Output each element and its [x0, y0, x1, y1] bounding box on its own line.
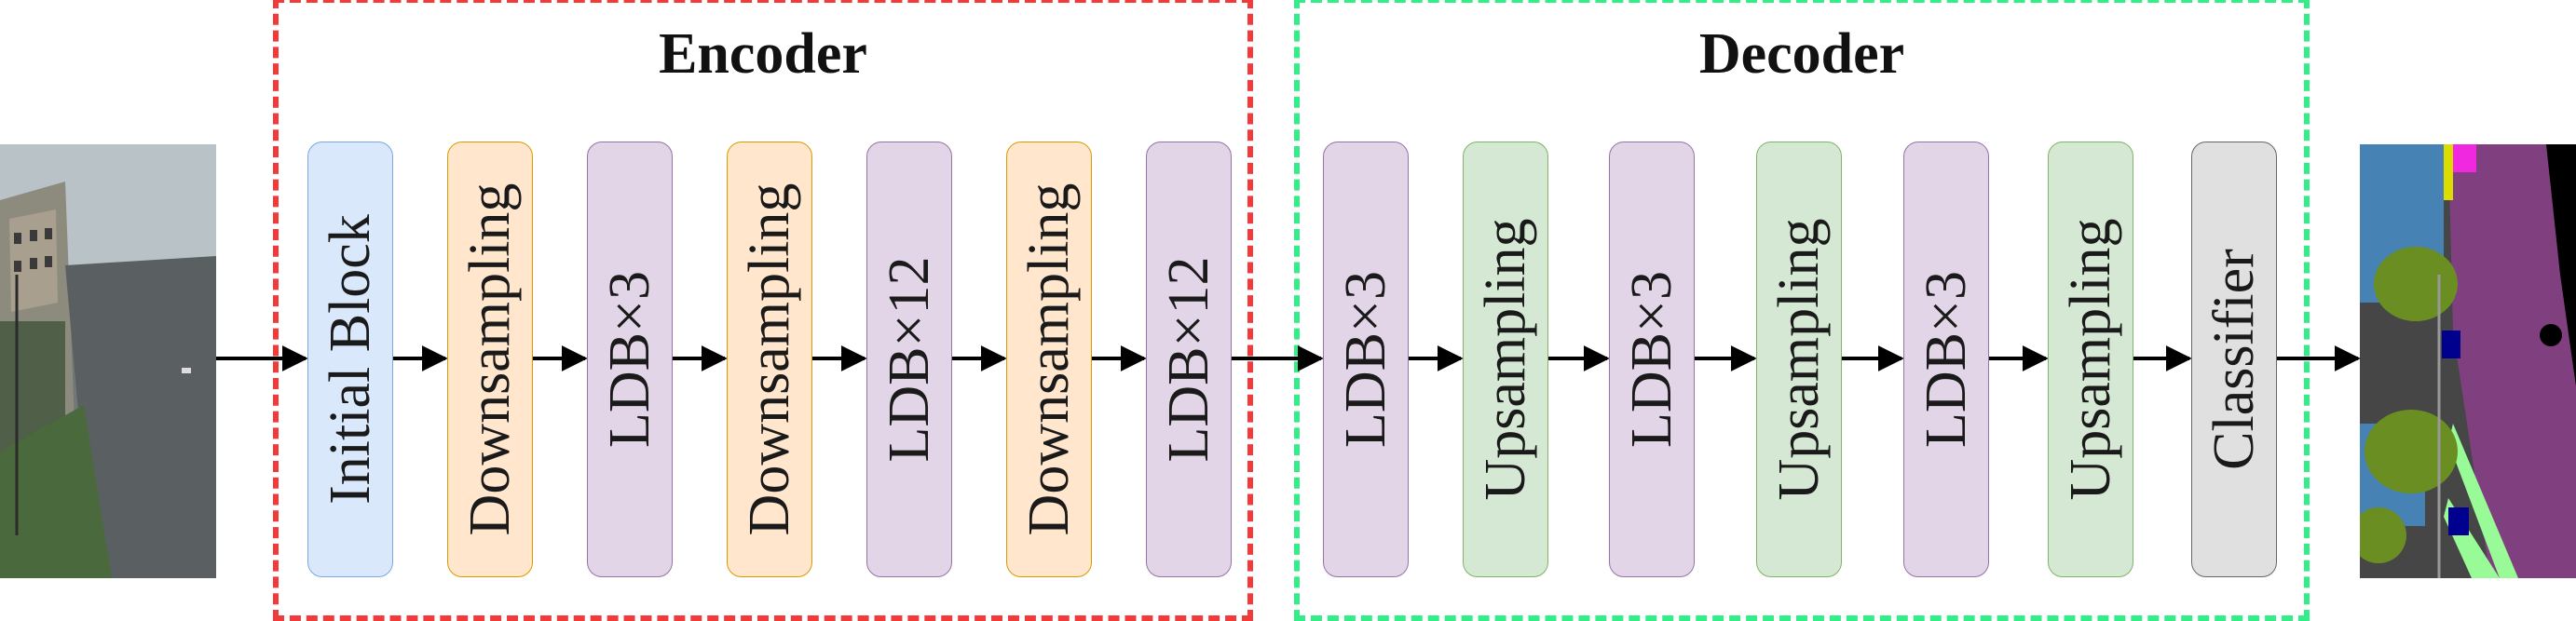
block-label: LDB×3	[598, 271, 661, 448]
block-classifier-14: Classifier	[2191, 142, 2277, 577]
block-label: LDB×12	[1157, 256, 1220, 463]
output-segmentation-map	[2360, 144, 2576, 578]
block-label: Upsampling	[2059, 218, 2122, 501]
block-initial-block-1: Initial Block	[307, 142, 393, 577]
block-ldb-3-8: LDB×3	[1323, 142, 1409, 577]
block-label: LDB×12	[878, 256, 941, 463]
block-downsampling-2: Downsampling	[447, 142, 533, 577]
block-upsampling-13: Upsampling	[2048, 142, 2133, 577]
encoder-title: Encoder	[659, 22, 867, 86]
block-ldb-3-10: LDB×3	[1609, 142, 1695, 577]
block-upsampling-9: Upsampling	[1463, 142, 1548, 577]
block-ldb-3-12: LDB×3	[1903, 142, 1989, 577]
block-label: Classifier	[2202, 249, 2266, 470]
block-label: Downsampling	[1017, 182, 1081, 536]
block-upsampling-11: Upsampling	[1756, 142, 1842, 577]
block-ldb-12-7: LDB×12	[1146, 142, 1232, 577]
block-label: LDB×3	[1334, 271, 1397, 448]
block-label: Upsampling	[1474, 218, 1537, 501]
block-label: Upsampling	[1767, 218, 1831, 501]
block-downsampling-6: Downsampling	[1006, 142, 1092, 577]
block-downsampling-4: Downsampling	[727, 142, 812, 577]
block-label: LDB×3	[1620, 271, 1683, 448]
block-label: LDB×3	[1915, 271, 1978, 448]
block-ldb-3-3: LDB×3	[587, 142, 673, 577]
block-label: Downsampling	[458, 182, 522, 536]
encoder-group: Encoder	[273, 0, 1253, 621]
block-label: Downsampling	[738, 182, 801, 536]
input-image	[0, 144, 216, 578]
block-label: Initial Block	[319, 214, 382, 505]
decoder-group: Decoder	[1294, 0, 2310, 621]
decoder-title: Decoder	[1698, 22, 1905, 86]
block-ldb-12-5: LDB×12	[866, 142, 952, 577]
